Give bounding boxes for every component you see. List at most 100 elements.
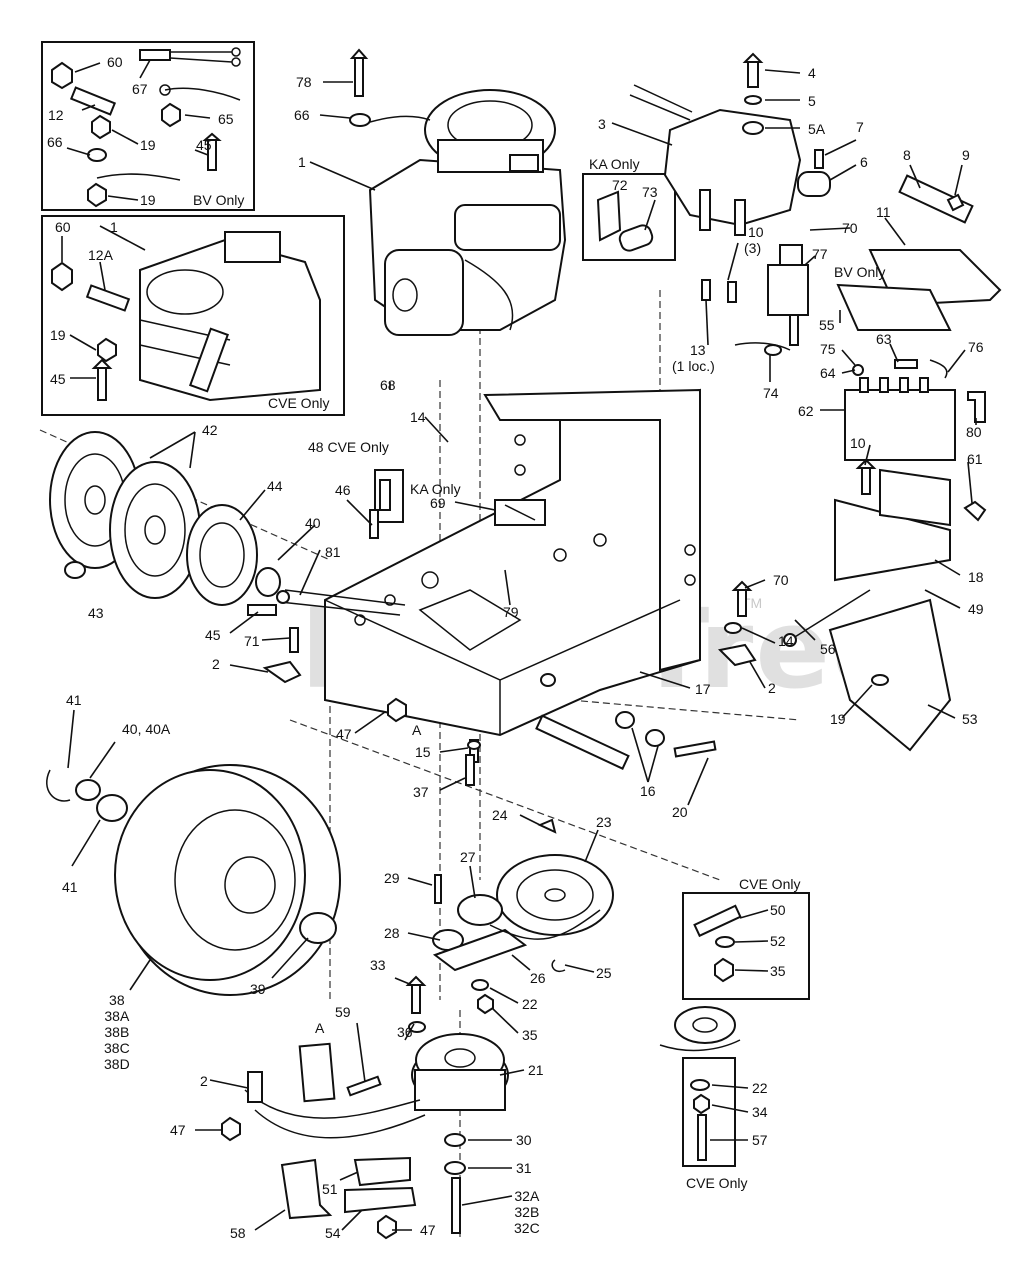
drive-assembly (432, 739, 614, 1015)
callout-75: 75 (820, 341, 836, 357)
callout-1: 1 (110, 219, 118, 235)
callout-55: 55 (819, 317, 835, 333)
solenoid-module (701, 244, 987, 522)
callout-30: 30 (516, 1132, 532, 1148)
callout-31: 31 (516, 1160, 532, 1176)
callout-45: 45 (205, 627, 221, 643)
callout-10: 10 (748, 224, 764, 240)
clutch-assembly (221, 697, 509, 1240)
callout-14: 14 (410, 409, 426, 425)
callout-36: 36 (397, 1024, 413, 1040)
callout-15: 15 (415, 744, 431, 760)
callout-10: 10 (850, 435, 866, 451)
callout-47: 47 (336, 726, 352, 742)
callout-40: 40 (305, 515, 321, 531)
bv-inset-parts (51, 47, 241, 208)
callout-71: 71 (244, 633, 260, 649)
callout-16: 16 (640, 783, 656, 799)
callout-39: 39 (250, 981, 266, 997)
callout-38-variants: 38 38A 38B 38C 38D (104, 992, 130, 1072)
callout-70: 70 (842, 220, 858, 236)
callout-26: 26 (530, 970, 546, 986)
callout-73: 73 (642, 184, 658, 200)
callout-66: 66 (47, 134, 63, 150)
note-bv-only-top: BV Only (193, 192, 245, 208)
callout-45: 45 (50, 371, 66, 387)
callout-67: 67 (132, 81, 148, 97)
callout-2: 2 (200, 1073, 208, 1089)
callout-45: 45 (196, 137, 212, 153)
callout-44: 44 (267, 478, 283, 494)
callout-68: 68 (380, 377, 396, 393)
callout-9: 9 (962, 147, 970, 163)
callout-5: 5 (808, 93, 816, 109)
inset-box-cve-bottom (682, 1057, 736, 1167)
callout-60: 60 (107, 54, 123, 70)
callout-51: 51 (322, 1181, 338, 1197)
callout-70: 70 (773, 572, 789, 588)
callout-49: 49 (968, 601, 984, 617)
callout-28: 28 (384, 925, 400, 941)
callout-3: 3 (598, 116, 606, 132)
callout-19: 19 (830, 711, 846, 727)
callout-41: 41 (66, 692, 82, 708)
callout-77: 77 (812, 246, 828, 262)
callout-8: 8 (903, 147, 911, 163)
callout-22: 22 (522, 996, 538, 1012)
callout-37: 37 (413, 784, 429, 800)
callout-69: 69 (430, 495, 446, 511)
callout-60: 60 (55, 219, 71, 235)
ka-inset-parts (596, 190, 654, 252)
callout-19: 19 (140, 137, 156, 153)
inset-box-bv (41, 41, 255, 211)
callout-47: 47 (170, 1122, 186, 1138)
callout-18: 18 (968, 569, 984, 585)
inset-box-cve-bracket (682, 892, 810, 1000)
callout-19: 19 (140, 192, 156, 208)
brackets-right (717, 468, 952, 752)
callout-61: 61 (967, 451, 983, 467)
pulleys (49, 431, 391, 684)
callout-25: 25 (596, 965, 612, 981)
callout-62: 62 (798, 403, 814, 419)
callout-59: 59 (335, 1004, 351, 1020)
cve-inset-parts (659, 904, 742, 1161)
callout-2: 2 (212, 656, 220, 672)
watermark-trademark: TM (742, 595, 763, 611)
callout-66: 66 (294, 107, 310, 123)
note-48-cve-only: 48 CVE Only (308, 439, 389, 455)
callout-12a: 12A (88, 247, 113, 263)
callout-57: 57 (752, 1132, 768, 1148)
callout-79: 79 (503, 604, 519, 620)
callout-29: 29 (384, 870, 400, 886)
callout-13: 13 (690, 342, 706, 358)
frame (279, 388, 701, 770)
callout-34: 34 (752, 1104, 768, 1120)
callout-52: 52 (770, 933, 786, 949)
callout-76: 76 (968, 339, 984, 355)
note-qty-3: (3) (744, 240, 762, 256)
callout-81: 81 (325, 544, 341, 560)
note-1-loc: (1 loc.) (672, 358, 715, 374)
engine (349, 48, 567, 336)
inset-box-48 (374, 469, 404, 523)
callout-22: 22 (752, 1080, 768, 1096)
callout-43: 43 (88, 605, 104, 621)
note-cve-only-bottom: CVE Only (686, 1175, 748, 1191)
callout-64: 64 (820, 365, 836, 381)
callout-20: 20 (672, 804, 688, 820)
callout-42: 42 (202, 422, 218, 438)
transmission (629, 52, 1002, 331)
inset-box-cve-engine (41, 215, 345, 416)
leader-lines (61, 59, 977, 1231)
callout-47: 47 (420, 1222, 436, 1238)
callout-24: 24 (492, 807, 508, 823)
callout-54: 54 (325, 1225, 341, 1241)
callout-5a: 5A (808, 121, 826, 137)
callout-4: 4 (808, 65, 816, 81)
callout-12: 12 (48, 107, 64, 123)
callout-72: 72 (612, 177, 628, 193)
callout-40-40a: 40, 40A (122, 721, 171, 737)
callout-1: 1 (298, 154, 306, 170)
